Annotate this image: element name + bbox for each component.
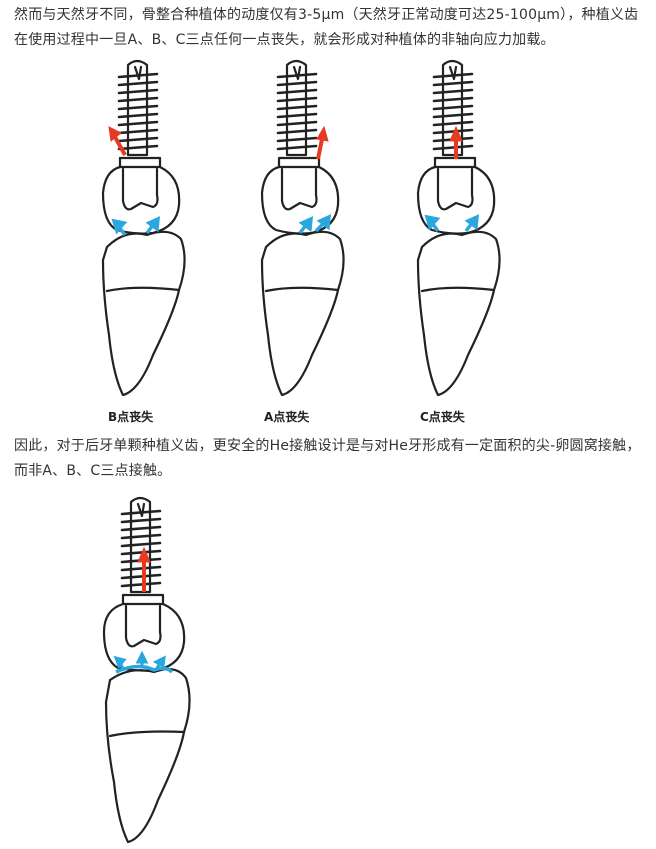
figure-c-point-loss xyxy=(410,55,520,400)
caption-a-point-loss: A点丧失 xyxy=(264,410,310,424)
area-contact-line xyxy=(115,664,174,674)
caption-b-point-loss: B点丧失 xyxy=(108,410,154,424)
contact-arrows xyxy=(111,216,161,237)
force-arrow xyxy=(316,125,329,160)
contact-arrows xyxy=(113,650,166,671)
caption-c-point-loss: C点丧失 xyxy=(420,410,465,424)
opposing-tooth xyxy=(101,230,186,397)
paragraph-intro: 然而与天然牙不同，骨整合种植体的动度仅有3-5μm（天然牙正常动度可达25-10… xyxy=(14,7,639,48)
figure-a-point-loss xyxy=(254,55,364,400)
contact-arrows xyxy=(298,214,332,235)
paragraph-conclusion: 因此，对于后牙单颗种植义齿，更安全的He接触设计是与对He牙形成有一定面积的尖-… xyxy=(14,438,641,479)
contact-arrows xyxy=(424,214,480,233)
implant-diagram-c xyxy=(416,59,501,397)
implant-diagram-b xyxy=(101,59,186,397)
force-arrow xyxy=(449,125,463,159)
implant-diagram-a xyxy=(260,59,345,397)
implant-threads xyxy=(117,72,159,151)
figure-b-point-loss xyxy=(95,55,205,400)
force-arrow xyxy=(137,546,151,592)
force-arrow xyxy=(108,126,127,156)
implant-diagram-area xyxy=(102,496,191,844)
figure-area-contact xyxy=(98,492,208,847)
